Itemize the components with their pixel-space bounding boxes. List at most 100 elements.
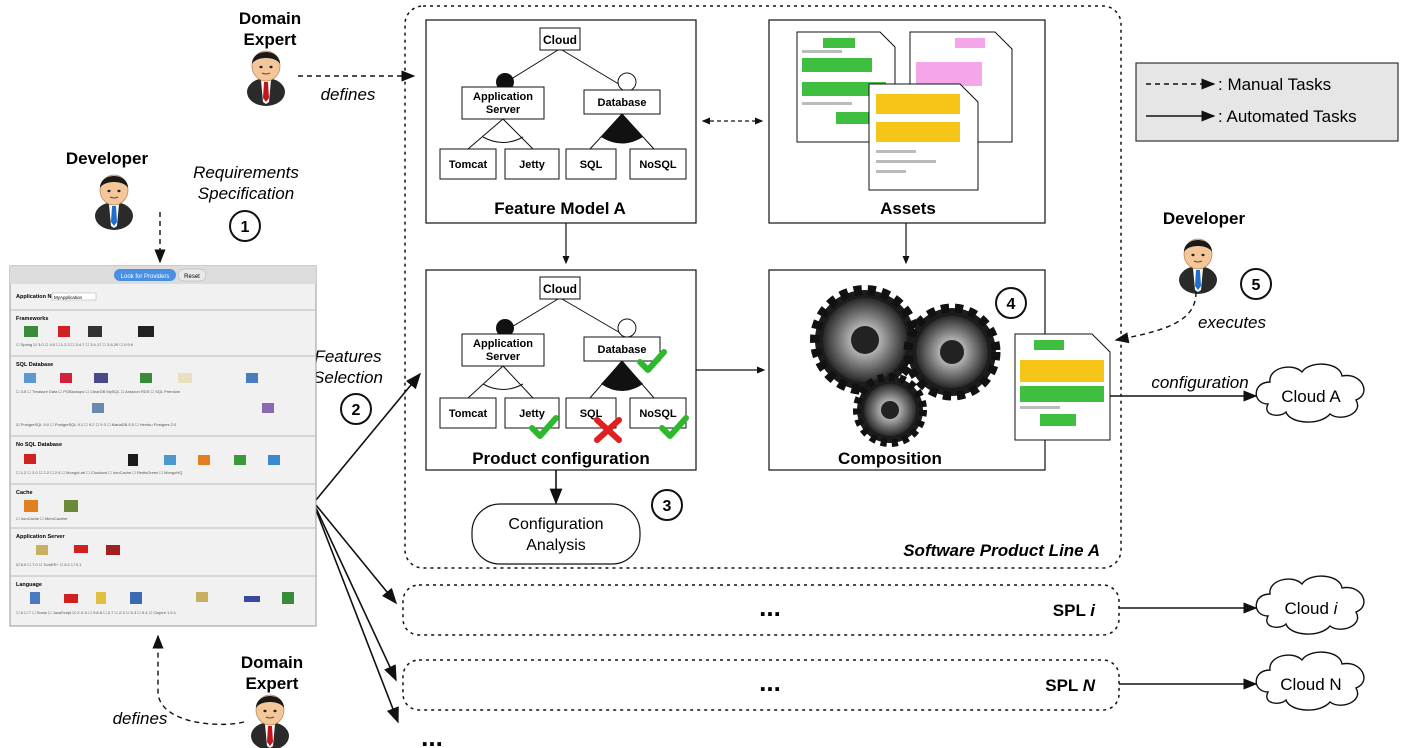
configuration-label: configuration bbox=[1151, 373, 1248, 392]
cloud-n bbox=[1255, 651, 1365, 711]
feature-model-box: Cloud Application Server Database Tomcat… bbox=[425, 19, 697, 224]
de-bottom-line2: Expert bbox=[246, 674, 299, 693]
fm-sql: SQL bbox=[580, 159, 603, 171]
spl-i-dots: ... bbox=[759, 592, 781, 622]
composition-title: Composition bbox=[838, 449, 942, 468]
de-top-line2: Expert bbox=[244, 30, 297, 49]
developer-icon bbox=[94, 174, 134, 231]
cloud-i bbox=[1255, 575, 1365, 635]
spl-n: ... SPL N Cloud N bbox=[402, 651, 1365, 711]
composition-box: 4 Composition bbox=[768, 269, 1046, 471]
look-for-providers-button[interactable] bbox=[114, 269, 176, 281]
section-application-server: Application Server bbox=[16, 534, 65, 540]
cloud-n-label: Cloud N bbox=[1280, 675, 1341, 694]
step-2: 2 bbox=[352, 402, 361, 419]
legend-manual: : Manual Tasks bbox=[1218, 75, 1331, 94]
svg-text:☐ 1.2 ☐ 2.0 ☐ 2.2 ☐ 2.4 ☐: ☐ 1.2 ☐ 2.0 ☐ 2.2 ☐ 2.4 ☐ MongoLab ☐ Clo… bbox=[16, 470, 182, 475]
requirements-line1: Requirements bbox=[193, 163, 299, 182]
svg-text:Reset: Reset bbox=[184, 274, 200, 280]
svg-text:☑ PostgreSQL 9.0 ☐ PostgreSQL: ☑ PostgreSQL 9.0 ☐ PostgreSQL 9.1 ☐ 9.2 … bbox=[16, 422, 177, 427]
svg-text:Look for Providers: Look for Providers bbox=[121, 274, 170, 280]
fm-app-server-1: Application bbox=[473, 91, 533, 103]
legend-automated: : Automated Tasks bbox=[1218, 107, 1357, 126]
assets-title: Assets bbox=[880, 199, 936, 218]
gear-icon bbox=[810, 285, 920, 395]
product-configuration-title: Product configuration bbox=[472, 449, 650, 468]
app-name-label: Application Name bbox=[16, 294, 62, 300]
cloud-a: Cloud A bbox=[1255, 363, 1365, 423]
spl-a-container bbox=[404, 5, 1122, 569]
pc-app-server-1: Application bbox=[473, 338, 533, 350]
reset-button[interactable] bbox=[177, 268, 207, 282]
pc-cloud: Cloud bbox=[543, 282, 577, 296]
section-frameworks: Frameworks bbox=[16, 316, 48, 322]
provider-form: Look for Providers Reset Application Nam… bbox=[9, 265, 317, 627]
defines-bottom: defines bbox=[113, 709, 168, 728]
svg-text:☐ 3.5 ☐ Treasure Data ☐ PG: ☐ 3.5 ☐ Treasure Data ☐ PGBackups ☐ Clea… bbox=[16, 389, 181, 394]
fm-tomcat: Tomcat bbox=[449, 159, 488, 171]
domain-expert-icon bbox=[250, 694, 290, 748]
cloud-i-label: Cloud i bbox=[1285, 599, 1339, 618]
step-5: 5 bbox=[1252, 277, 1261, 294]
step-4: 4 bbox=[1007, 296, 1016, 313]
de-top-line1: Domain bbox=[239, 9, 301, 28]
section-sql-database: SQL Database bbox=[16, 362, 53, 368]
fm-database: Database bbox=[598, 97, 647, 109]
features-line1: Features bbox=[314, 347, 382, 366]
developer-left-name: Developer bbox=[66, 149, 149, 168]
step-1: 1 bbox=[241, 219, 250, 236]
section-language: Language bbox=[16, 582, 42, 588]
assets-box: Assets bbox=[768, 19, 1046, 224]
developer-right: Developer 5 executes bbox=[1114, 209, 1272, 344]
defines-top: defines bbox=[321, 85, 376, 104]
pc-sql: SQL bbox=[580, 408, 603, 420]
spl-i: ... SPL i Cloud i bbox=[402, 575, 1365, 636]
developer-right-name: Developer bbox=[1163, 209, 1246, 228]
fm-cloud: Cloud bbox=[543, 33, 577, 47]
feature-model-title: Feature Model A bbox=[494, 199, 626, 218]
de-bottom-line1: Domain bbox=[241, 653, 303, 672]
fm-app-server-2: Server bbox=[486, 104, 521, 116]
gear-icon bbox=[853, 373, 927, 447]
svg-text:☐ IronCache ☐ MemCachier: ☐ IronCache ☐ MemCachier bbox=[16, 516, 68, 521]
section-cache: Cache bbox=[16, 490, 33, 496]
cross-icon bbox=[594, 417, 622, 443]
pc-nosql: NoSQL bbox=[639, 408, 677, 420]
domain-expert-icon bbox=[246, 50, 286, 107]
analysis-line2: Analysis bbox=[526, 537, 586, 554]
spl-n-label: SPL N bbox=[1045, 676, 1095, 695]
fm-jetty: Jetty bbox=[519, 159, 546, 171]
executes-label: executes bbox=[1198, 313, 1267, 332]
spl-n-dots: ... bbox=[759, 667, 781, 697]
legend: : Manual Tasks : Automated Tasks bbox=[1135, 62, 1399, 142]
spl-i-label: SPL i bbox=[1053, 601, 1096, 620]
configuration-document bbox=[1014, 333, 1111, 441]
svg-text:☑ 6.0 ☐ 7.0 ☐ TomEE+ ☐ 8.: ☑ 6.0 ☐ 7.0 ☐ TomEE+ ☐ 8.1 ☐ 9.1 bbox=[16, 562, 82, 567]
gear-icon bbox=[903, 303, 1001, 401]
fm-nosql: NoSQL bbox=[639, 159, 677, 171]
spl-a-label: Software Product Line A bbox=[903, 541, 1100, 560]
svg-text:☐ 6 ☐ 7 ☐ Scala ☐ JavaScrip: ☐ 6 ☐ 7 ☐ Scala ☐ JavaScript ☑ X.X.X ☐ 9… bbox=[16, 610, 177, 615]
developer-icon bbox=[1178, 238, 1218, 295]
pc-database: Database bbox=[598, 344, 647, 356]
analysis-line1: Configuration bbox=[508, 516, 603, 533]
configuration-analysis: Configuration Analysis 3 bbox=[471, 489, 683, 565]
features-line2: Selection bbox=[313, 368, 383, 387]
domain-expert-top: Domain Expert defines bbox=[239, 9, 416, 107]
cloud-a-label: Cloud A bbox=[1281, 387, 1341, 406]
requirements-line2: Specification bbox=[198, 184, 294, 203]
features-selection: Features Selection 2 bbox=[313, 347, 383, 425]
step-3: 3 bbox=[663, 498, 672, 515]
app-name-input[interactable] bbox=[51, 292, 97, 301]
svg-text:MyApplication: MyApplication bbox=[54, 295, 83, 300]
pc-app-server-2: Server bbox=[486, 351, 521, 363]
pc-jetty: Jetty bbox=[519, 408, 546, 420]
more-dots: ... bbox=[421, 722, 443, 748]
pc-tomcat: Tomcat bbox=[449, 408, 488, 420]
svg-text:☐ Spring ☑ 3.0 ☐ 4.0 ☐ 1.: ☐ Spring ☑ 3.0 ☐ 4.0 ☐ 1.2.3 ☐ 3.4.7 ☐ 3… bbox=[16, 342, 134, 347]
developer-left: Developer Requirements Specification 1 bbox=[66, 149, 299, 264]
section-nosql-database: No SQL Database bbox=[16, 442, 62, 448]
product-configuration-box: Cloud Application Server Database Tomcat… bbox=[425, 269, 697, 471]
domain-expert-bottom: Domain Expert defines bbox=[113, 634, 303, 748]
